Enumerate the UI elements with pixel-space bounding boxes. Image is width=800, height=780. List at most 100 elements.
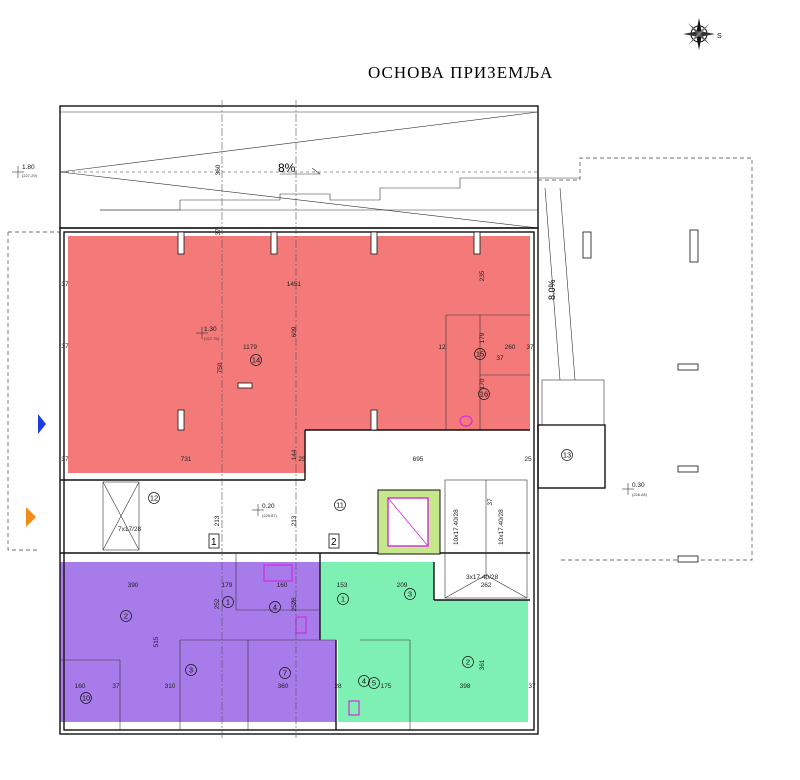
room-number-r13: 13 <box>563 451 571 460</box>
dimension-d398: 398 <box>460 683 471 690</box>
room-number-circle <box>334 499 346 511</box>
room-number-p1a: 1 <box>226 598 230 607</box>
entrance-orange-icon <box>26 507 36 527</box>
room-number-circle <box>80 692 92 704</box>
plan-title: ОСНОВА ПРИЗЕМЉА <box>368 63 553 82</box>
site-boundary <box>7 157 753 561</box>
room-number-p2a: 2 <box>124 612 128 621</box>
stair-left <box>102 481 140 551</box>
dimension-d260: 260 <box>505 344 516 351</box>
dimension-d310: 310 <box>165 683 176 690</box>
svg-text:1: 1 <box>211 537 217 548</box>
room-number-g5: 5 <box>372 679 376 688</box>
room-number-circle <box>337 593 349 605</box>
dimension-d28a: 28 <box>334 683 342 690</box>
dimension-d262: 262 <box>481 582 492 589</box>
dimension-d37i: 37 <box>528 683 536 690</box>
svg-text:(225.87): (225.87) <box>262 513 278 518</box>
dimension-d515: 515 <box>153 636 160 647</box>
dimension-d1179: 1179 <box>243 344 257 351</box>
dimension-d37d: 37 <box>526 344 534 351</box>
level-marker-right: 0.30 (226.28) <box>622 482 648 497</box>
room-number-g2: 2 <box>466 658 470 667</box>
dimension-d1451: 1451 <box>287 281 302 288</box>
dimension-d213b: 213 <box>291 515 298 526</box>
room-number-p10: 10 <box>82 694 90 703</box>
room-number-r11: 11 <box>336 501 344 510</box>
svg-text:(227.75): (227.75) <box>204 336 220 341</box>
zone-red-commercial <box>68 236 530 473</box>
dimension-d175: 175 <box>381 683 392 690</box>
dimension-d37h: 37 <box>112 683 120 690</box>
room-number-circle <box>474 348 486 360</box>
level-marker-left: 1.80 (227.29) <box>12 164 38 178</box>
dimension-d209: 209 <box>397 582 408 589</box>
room-number-circle <box>358 675 370 687</box>
dimension-d37c: 37 <box>61 343 69 350</box>
entrance-blue-icon <box>38 414 46 434</box>
dimension-d235: 235 <box>479 270 486 281</box>
dimension-d160: 160 <box>75 683 86 690</box>
room-number-circle <box>561 449 573 461</box>
level-marker-entry: 0.20 (225.87) <box>252 503 278 518</box>
room-number-circle <box>148 492 160 504</box>
room-number-g4: 4 <box>362 677 366 686</box>
dimension-d213a: 213 <box>214 515 221 526</box>
dimension-d37e: 37 <box>496 355 504 362</box>
dimension-d750: 750 <box>217 362 224 373</box>
ramp-slope: 8% <box>278 161 296 175</box>
room-number-circle <box>478 388 490 400</box>
grid-label-1: 1 <box>208 533 220 549</box>
dimension-d25b: 25 <box>524 456 532 463</box>
stair-label-right: 10x17.40/28 <box>498 509 505 545</box>
svg-text:1.30: 1.30 <box>204 326 217 333</box>
room-number-circle <box>462 656 474 668</box>
dimension-d160b: 160 <box>277 582 288 589</box>
stair-label-mid: 10x17.40/28 <box>453 509 460 545</box>
svg-text:0.30: 0.30 <box>632 482 645 489</box>
room-number-p4a: 4 <box>273 603 277 612</box>
dimension-d360: 360 <box>215 164 222 175</box>
dimension-d731: 731 <box>181 456 192 463</box>
room-number-circle <box>279 667 291 679</box>
right-annex: 8.0% <box>537 187 606 489</box>
dimension-d37g: 37 <box>487 498 494 506</box>
side-ramp-slope: 8.0% <box>547 279 557 300</box>
compass-label: S <box>717 33 722 40</box>
room-number-circle <box>185 664 197 676</box>
dimension-d37b: 37 <box>61 281 69 288</box>
dimension-d144: 144 <box>291 449 298 460</box>
room-number-circle <box>368 677 380 689</box>
zone-purple-apartment <box>60 562 336 722</box>
dimension-d25a: 25 <box>298 456 306 463</box>
dimension-d179: 179 <box>479 332 486 343</box>
room-number-circle <box>269 601 281 613</box>
room-number-p3a: 3 <box>189 666 193 675</box>
svg-text:(226.28): (226.28) <box>632 492 648 497</box>
stair-core <box>444 479 528 599</box>
room-number-g3: 3 <box>408 590 412 599</box>
room-number-circle <box>404 588 416 600</box>
dimension-d153: 153 <box>337 582 348 589</box>
compass-icon: S <box>683 18 722 50</box>
room-number-circle <box>222 596 234 608</box>
elevator <box>377 489 441 555</box>
svg-text:(227.29): (227.29) <box>22 173 38 178</box>
level-marker-red: 1.30 (227.75) <box>196 326 220 341</box>
pillars <box>177 229 699 563</box>
stair-label-bottom: 3x17.40/28 <box>466 574 499 581</box>
room-number-circle <box>120 610 132 622</box>
room-number-r14: 14 <box>252 356 260 365</box>
dimension-d360b: 360 <box>278 683 289 690</box>
grid-label-2: 2 <box>328 533 340 549</box>
svg-text:0.20: 0.20 <box>262 503 275 510</box>
grid-axes <box>221 100 297 740</box>
dimension-d12: 12 <box>438 344 446 351</box>
dimension-d28b: 28 <box>291 597 298 605</box>
room-number-r15: 15 <box>476 350 484 359</box>
zone-green-apartment <box>320 562 528 722</box>
svg-text:2: 2 <box>331 537 337 548</box>
